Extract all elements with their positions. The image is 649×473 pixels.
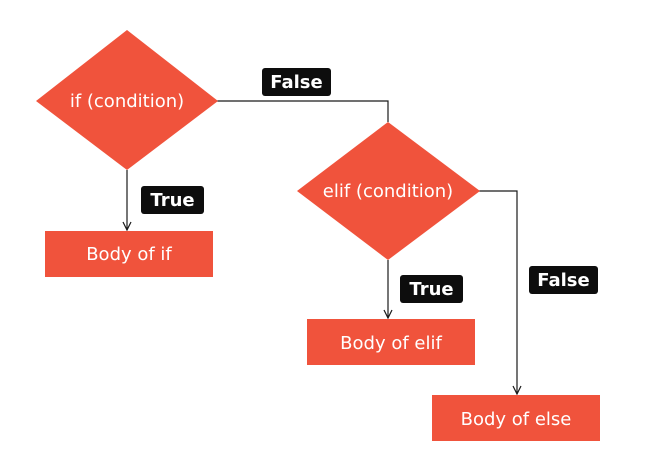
edge-label-if-true-text: True <box>150 190 194 211</box>
process-body-elif-box <box>307 319 475 365</box>
edge-label-elif-true-text: True <box>409 279 453 300</box>
decision-if: if (condition) <box>36 30 218 170</box>
process-body-if-label: Body of if <box>86 244 172 265</box>
edge-label-elif-false-bg <box>529 266 598 294</box>
decision-elif-label: elif (condition) <box>323 181 453 202</box>
process-body-elif-label: Body of elif <box>340 333 442 354</box>
connector-if-false <box>216 100 389 122</box>
decision-if-label: if (condition) <box>70 91 184 112</box>
process-body-elif: Body of elif <box>307 319 475 365</box>
edge-label-if-false-bg <box>262 68 331 96</box>
edge-label-if-true: True <box>141 186 204 214</box>
decision-elif-shape <box>297 122 480 260</box>
process-body-if: Body of if <box>45 231 213 277</box>
edge-label-elif-false-text: False <box>537 270 589 291</box>
edge-label-elif-false: False <box>529 266 598 294</box>
edge-label-if-false-text: False <box>270 72 322 93</box>
process-body-else-box <box>432 395 600 441</box>
arrowhead-if-true <box>122 221 132 232</box>
arrowhead-elif-true <box>383 309 393 320</box>
connectors <box>122 100 522 396</box>
process-body-else-label: Body of else <box>461 409 572 430</box>
process-body-else: Body of else <box>432 395 600 441</box>
process-body-if-box <box>45 231 213 277</box>
edge-label-if-true-bg <box>141 186 204 214</box>
decision-elif: elif (condition) <box>297 122 480 260</box>
decision-if-shape <box>36 30 218 170</box>
arrowhead-elif-false <box>512 385 522 396</box>
edge-label-if-false: False <box>262 68 331 96</box>
connector-elif-false <box>478 190 518 394</box>
edge-label-elif-true: True <box>400 275 463 303</box>
edge-label-elif-true-bg <box>400 275 463 303</box>
